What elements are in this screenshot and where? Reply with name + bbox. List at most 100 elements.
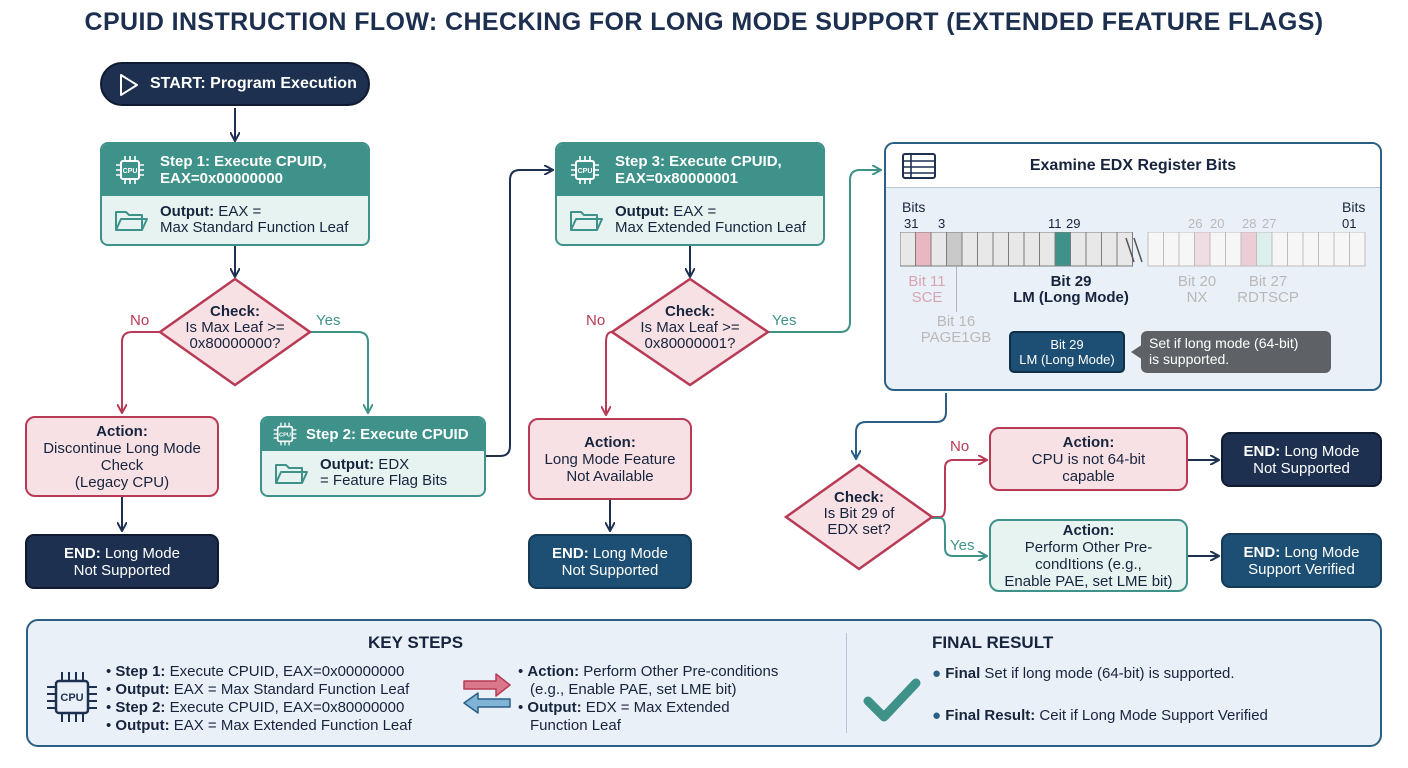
bit16-pointer [956, 266, 957, 312]
start-label: START: Program Execution [150, 75, 357, 92]
bit-break-mark [1125, 237, 1143, 263]
edx-bit-cell [1147, 232, 1164, 267]
edx-bit-cell [977, 232, 994, 267]
cpu-chip-icon: CPU [273, 422, 297, 446]
bit-num-01: 01 [1342, 216, 1357, 231]
check3-no-label: No [950, 438, 970, 455]
bits-right-label: Bits [1342, 199, 1366, 215]
decision-diamond-2 [609, 277, 771, 387]
edx-register-panel: Examine EDX Register Bits Bits Bits 31 3… [884, 142, 1382, 391]
step1-title-line2: EAX=0x00000000 [160, 170, 284, 187]
summary-panel: KEY STEPS CPU • Step 1: Execute CPUID, E… [26, 619, 1382, 747]
edx-bit-cell [1194, 232, 1211, 267]
decision-diamond-3 [783, 463, 935, 571]
edx-panel-title: Examine EDX Register Bits [1029, 156, 1237, 174]
svg-text:CPU: CPU [123, 168, 138, 175]
edx-bit-cell [1023, 232, 1040, 267]
check2-text: Check:Is Max Leaf >=0x80000001? [640, 303, 740, 352]
check2-yes-label: Yes [772, 312, 797, 329]
edx-bit-cell [1085, 232, 1102, 267]
bit-num-11: 11 [1048, 216, 1062, 231]
edx-bit-cell [930, 232, 947, 267]
edx-bit-cell [946, 232, 963, 267]
bit-num-29: 29 [1066, 216, 1081, 231]
final-item-1: ● Final Set if long mode (64-bit) is sup… [932, 665, 1235, 682]
checkmark-icon [863, 678, 921, 722]
edx-bit-cell [1240, 232, 1257, 267]
bit-num-26: 26 [1188, 216, 1203, 231]
folder-icon [115, 211, 148, 231]
key-steps-list-2: • Action: Perform Other Pre-conditions (… [518, 663, 779, 734]
svg-text:CPU: CPU [279, 432, 291, 438]
edx-bit-cell [1256, 232, 1273, 267]
svg-text:CPU: CPU [60, 692, 83, 704]
decision-diamond-1 [157, 277, 313, 387]
edx-bit-cell [1178, 232, 1195, 267]
edx-bit-cell [1287, 232, 1304, 267]
step1-output-line2: Max Standard Function Leaf [160, 219, 349, 236]
bit-num-20: 20 [1210, 216, 1225, 231]
check1-no-label: No [130, 312, 150, 329]
action4-box: Action:Perform Other Pre-condItions (e.g… [989, 519, 1188, 592]
bit-num-28: 28 [1242, 216, 1257, 231]
check3-yes-label: Yes [950, 537, 975, 554]
bit-num-3: 3 [938, 216, 946, 231]
step3-box: CPU Step 3: Execute CPUID,EAX=0x80000001… [555, 142, 825, 246]
step2-title: Step 2: Execute CPUID [306, 426, 469, 443]
register-table-icon [902, 153, 936, 179]
diagram-title: CPUID INSTRUCTION FLOW: CHECKING FOR LON… [84, 8, 1324, 36]
bits-left-label: Bits [902, 199, 926, 215]
edx-bit-cell [1349, 232, 1366, 267]
bit-num-31: 31 [904, 216, 919, 231]
step1-title-line1: Step 1: Execute CPUID, [160, 153, 327, 170]
bit-num-27: 27 [1262, 216, 1277, 231]
check1-yes-label: Yes [316, 312, 341, 329]
edx-bit-cell [1008, 232, 1025, 267]
key-steps-list: • Step 1: Execute CPUID, EAX=0x00000000 … [106, 663, 412, 734]
check1-text: Check:Is Max Leaf >=0x80000000? [185, 303, 285, 352]
edx-bit-cell [1225, 232, 1242, 267]
edx-bit-cell [1318, 232, 1335, 267]
edx-bit-strip [900, 232, 1366, 267]
step1-output-line1: EAX = [214, 203, 262, 220]
edx-bit-cell [1271, 232, 1288, 267]
step1-box: CPU Step 1: Execute CPUID,EAX=0x00000000… [100, 142, 370, 246]
step2-box: CPU Step 2: Execute CPUID Output: EDX= F… [260, 416, 486, 497]
edx-bit-cell [992, 232, 1009, 267]
edx-bit-cell [915, 232, 932, 267]
cpu-chip-icon: CPU [116, 156, 144, 184]
bit29-tooltip: Set if long mode (64-bit)is supported. [1141, 331, 1331, 373]
step1-output-label: Output: [160, 203, 215, 220]
edx-bit-cell [1302, 232, 1319, 267]
tooltip-pointer [1131, 344, 1143, 360]
cpu-chip-icon: CPU [47, 672, 97, 722]
edx-bit-cell [1209, 232, 1226, 267]
key-steps-title: KEY STEPS [368, 633, 464, 652]
swap-arrows-icon [463, 673, 511, 714]
edx-bit-cell [1070, 232, 1087, 267]
edx-bit-cell [1054, 232, 1071, 267]
edx-bit-cell [1039, 232, 1056, 267]
svg-text:CPU: CPU [578, 168, 593, 175]
edx-bit-cell [1116, 232, 1133, 267]
final-result-title: FINAL RESULT [932, 633, 1054, 652]
edx-bit-cell [961, 232, 978, 267]
edx-bit-cell [1333, 232, 1350, 267]
check2-no-label: No [586, 312, 606, 329]
edx-bit-cell [900, 232, 916, 267]
start-node: START: Program Execution [100, 62, 370, 106]
play-icon [120, 74, 138, 96]
